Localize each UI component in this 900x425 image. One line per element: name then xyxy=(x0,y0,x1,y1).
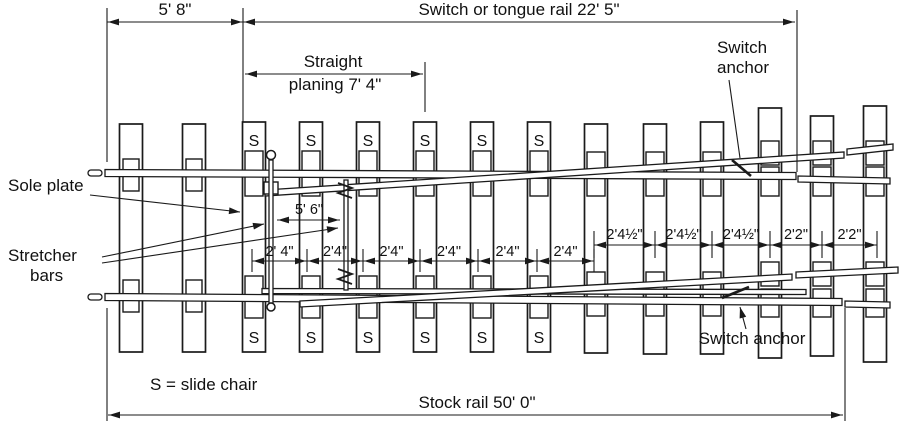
stretcher-bars-label: bars xyxy=(30,266,63,285)
spacing-dimension-label: 2'4" xyxy=(495,244,519,260)
dim-arrowhead-icon xyxy=(351,257,362,265)
stretcher-bar-rod xyxy=(268,159,274,304)
spacing-dimension-label: 2'4½" xyxy=(723,227,759,243)
tongue-rail-top-joint xyxy=(846,143,894,156)
switch-anchor-label-bottom: Switch anchor xyxy=(699,329,806,348)
straight-planing-label: Straight xyxy=(304,52,363,71)
sole-plate-label: Sole plate xyxy=(8,176,84,195)
slide-chair-letter: S xyxy=(249,133,260,150)
slide-chair-letter: S xyxy=(534,133,545,150)
sleeper xyxy=(118,123,144,353)
switch-anchor-top-leader xyxy=(728,79,741,159)
dim-arrowhead-icon xyxy=(582,257,593,265)
dim-arrowhead-icon xyxy=(108,18,119,26)
sole-plate-leader-arrowhead-icon xyxy=(228,207,240,215)
dim-arrowhead-icon xyxy=(831,411,842,419)
dim-arrowhead-icon xyxy=(246,70,257,78)
tongue-rail-bottom-diverging xyxy=(299,273,793,308)
spacing-dimension-label: 2'4" xyxy=(553,244,577,260)
stretcher-bars-leader-arrowhead-icon xyxy=(252,222,264,230)
dim-arrowhead-icon xyxy=(595,241,606,249)
rail-chair xyxy=(760,166,780,197)
spacing-dimension-label: 2'4" xyxy=(437,244,461,260)
switch-anchor-mark-top xyxy=(731,159,752,177)
turnbuckle-icon xyxy=(335,268,355,285)
stock-rail-length-label: Stock rail 50' 0" xyxy=(419,393,536,412)
dim-arrowhead-icon xyxy=(865,241,876,249)
dim-arrowhead-icon xyxy=(408,257,419,265)
dimension-5-8-label: 5' 8" xyxy=(159,0,192,19)
tongue-rail-bottom-joint xyxy=(795,266,899,279)
stretcher-bars-label: Stretcher xyxy=(8,246,77,265)
rail-chair xyxy=(760,261,780,287)
dim-arrowhead-icon xyxy=(328,216,339,224)
dim-arrowhead-icon xyxy=(295,257,306,265)
dim-arrowhead-icon xyxy=(244,18,255,26)
spacing-dimension-label: 2'2" xyxy=(837,227,861,243)
slide-chair-letter: S xyxy=(477,330,488,347)
dimension-5-6-label: 5' 6" xyxy=(295,202,323,218)
spacing-dimension-label: 2'4½" xyxy=(665,227,701,243)
stock-rail-top-end xyxy=(87,169,103,177)
dim-arrowhead-icon xyxy=(656,241,667,249)
dim-arrowhead-icon xyxy=(758,241,769,249)
dim-arrowhead-icon xyxy=(364,257,375,265)
switch-anchor-mark-bottom xyxy=(721,285,750,300)
spacing-dimension-label: 2'4" xyxy=(379,244,403,260)
slide-chair-letter: S xyxy=(420,133,431,150)
stretcher-bar-rod xyxy=(343,179,349,291)
dim-arrowhead-icon xyxy=(466,257,477,265)
dim-arrowhead-icon xyxy=(411,70,422,78)
dim-arrowhead-icon xyxy=(278,216,289,224)
spacing-dimension-label: 2'4½" xyxy=(606,227,642,243)
slide-chair-letter: S xyxy=(363,330,374,347)
stretcher-bars-leader-arrowhead-icon xyxy=(326,226,338,233)
switch-anchor-label-top: Switch xyxy=(717,38,767,57)
dim-arrowhead-icon xyxy=(823,241,834,249)
stretcher-bar-ring xyxy=(266,302,276,312)
dim-arrowhead-icon xyxy=(479,257,490,265)
slide-chair-letter: S xyxy=(477,133,488,150)
dim-arrowhead-icon xyxy=(783,18,794,26)
dim-arrowhead-icon xyxy=(538,257,549,265)
slide-chair-letter: S xyxy=(249,330,260,347)
stock-rail-bottom-joint xyxy=(844,300,891,309)
dim-arrowhead-icon xyxy=(109,411,120,419)
stretcher-bars-leader xyxy=(101,227,339,264)
switch-anchor-bottom-leader-arrowhead-icon xyxy=(739,307,747,319)
slide-chair-letter: S xyxy=(306,330,317,347)
slide-chair-letter: S xyxy=(534,330,545,347)
spacing-dimension-label: 2'2" xyxy=(784,227,808,243)
slide-chair-letter: S xyxy=(363,133,374,150)
dim-arrowhead-icon xyxy=(713,241,724,249)
dim-arrowhead-icon xyxy=(231,18,242,26)
legend-slide-chair: S = slide chair xyxy=(150,375,258,394)
spacing-dimension-label: 2'4" xyxy=(323,244,347,260)
turnbuckle-icon xyxy=(335,182,355,199)
stock-rail-bottom xyxy=(104,292,843,307)
dim-arrowhead-icon xyxy=(308,257,319,265)
slide-chair-letter: S xyxy=(306,133,317,150)
dim-arrowhead-icon xyxy=(421,257,432,265)
dim-arrowhead-icon xyxy=(771,241,782,249)
spacing-dimension-label: 2' 4" xyxy=(265,244,293,260)
dim-arrowhead-icon xyxy=(810,241,821,249)
stock-rail-bottom-end xyxy=(87,293,103,301)
stock-rail-top-joint xyxy=(797,175,891,185)
stretcher-bars-leader xyxy=(101,223,265,258)
stretcher-bar-knob xyxy=(265,149,277,161)
dimension-switch-rail-label: Switch or tongue rail 22' 5" xyxy=(418,0,619,19)
dim-arrowhead-icon xyxy=(253,257,264,265)
straight-planing-label: planing 7' 4" xyxy=(289,75,381,94)
dim-arrowhead-icon xyxy=(525,257,536,265)
sole-plate-leader xyxy=(89,194,241,213)
dim-arrowhead-icon xyxy=(643,241,654,249)
slide-chair-letter: S xyxy=(420,330,431,347)
dim-arrowhead-icon xyxy=(700,241,711,249)
switch-anchor-label-top: anchor xyxy=(717,58,769,77)
